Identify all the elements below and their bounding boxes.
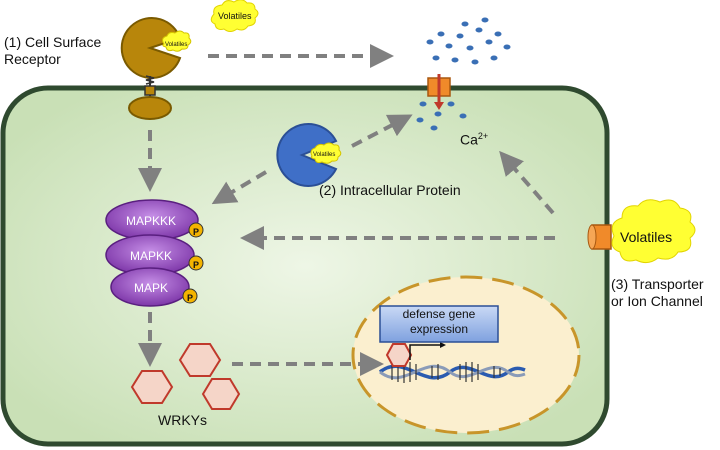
phospho-label-2: P: [193, 260, 200, 270]
receptor-label: (1) Cell Surface Receptor: [4, 34, 102, 67]
volatiles-blob-large: [611, 199, 696, 264]
volatiles-label-receptor: Volatiles: [165, 42, 188, 48]
intracellular-label: (2) Intracellular Protein: [319, 182, 461, 198]
volatiles-label-top: Volatiles: [218, 11, 252, 21]
volatiles-label-intracellular: Volatiles: [313, 152, 336, 158]
receptor-base: [128, 96, 172, 120]
phospho-label-3: P: [187, 293, 194, 303]
phospho-mapkk: [188, 255, 204, 271]
cell-surface-receptor: [120, 17, 182, 120]
phospho-label-1: P: [193, 227, 200, 237]
calcium-label: Ca2+: [460, 131, 489, 148]
defense-gene-box: [379, 305, 499, 343]
arrow-intracellular-to-cascade: [211, 170, 268, 205]
volatiles-blob-intracellular: [310, 142, 342, 164]
mapkkk-label: MAPKKK: [126, 214, 177, 228]
wrky-hexagon: [178, 343, 222, 377]
defense-label: defense gene expression: [402, 307, 476, 336]
receptor-pacman: [120, 17, 182, 79]
transporter-channel: [587, 224, 612, 250]
intracellular-protein: [276, 123, 338, 187]
transcription-start-arrow: [409, 344, 442, 360]
volatiles-blob-receptor: [162, 30, 192, 52]
mapkk-label: MAPKK: [130, 249, 173, 263]
calcium-channel: [427, 74, 451, 110]
wrky-proteins: [130, 343, 241, 410]
arrow-intracellular-to-calcium: [351, 114, 413, 148]
arrow-transporter-to-calcium: [499, 150, 555, 215]
volatiles-blob-top: [210, 0, 259, 32]
transporter-label: (3) Transporter or Ion Channel: [611, 276, 704, 309]
mapk-cascade: [105, 199, 204, 307]
phospho-mapk: [182, 288, 198, 304]
volatiles-label-large: Volatiles: [620, 229, 673, 245]
wrky-hexagon: [130, 370, 174, 404]
phospho-mapkkk: [188, 222, 204, 238]
mapk-oval: [110, 267, 190, 307]
mapk-label: MAPK: [134, 281, 169, 295]
wrky-hexagon: [201, 378, 241, 410]
wrky-bound-promoter: [385, 343, 413, 367]
wrky-label: WRKYs: [158, 412, 207, 428]
signal-arrows: [138, 44, 555, 376]
calcium-ions: [416, 17, 511, 131]
